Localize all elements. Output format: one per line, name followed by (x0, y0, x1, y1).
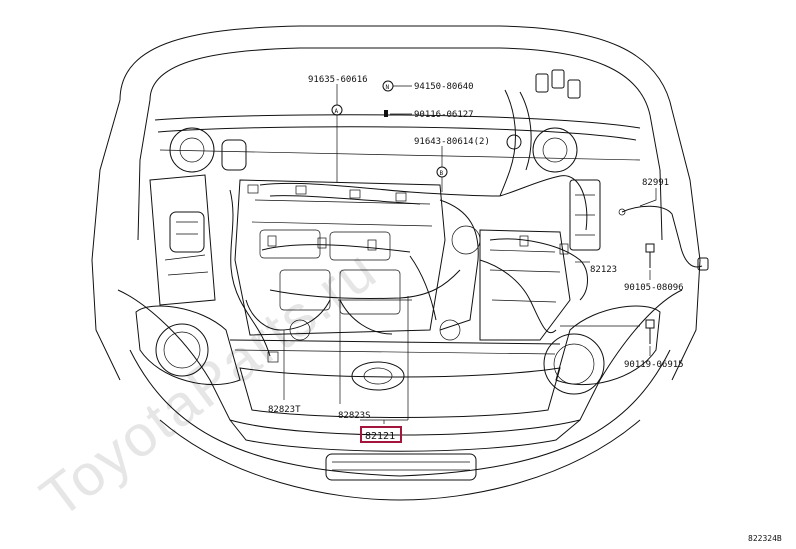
watermark-text: ToyotaParts.ru (29, 237, 389, 531)
label-82823t[interactable]: 82823T (268, 405, 301, 415)
label-82121[interactable]: 82121 (365, 431, 395, 442)
part-82991-cable (618, 205, 709, 344)
label-82123[interactable]: 82123 (590, 265, 617, 275)
highlight-box-82121 (360, 426, 402, 443)
label-82823s[interactable]: 82823S (338, 411, 371, 421)
vehicle-body-outline (91, 25, 701, 501)
figure-id: 822324B (748, 534, 782, 543)
marker-a: A (335, 108, 339, 115)
marker-n: N (386, 84, 390, 91)
marker-b: B (440, 170, 444, 177)
label-82991[interactable]: 82991 (642, 178, 669, 188)
engine-bay (149, 127, 601, 355)
label-91635-60616[interactable]: 91635-60616 (308, 75, 368, 85)
fastener-glyphs (331, 80, 448, 178)
label-94150-80640[interactable]: 94150-80640 (414, 82, 474, 92)
label-91643-80614[interactable]: 91643-80614(2) (414, 137, 490, 147)
label-90119-06915[interactable]: 90119-06915 (624, 360, 684, 370)
wire-harness (229, 69, 588, 363)
leader-lines (283, 84, 657, 424)
label-90105-08096[interactable]: 90105-08096 (624, 283, 684, 293)
label-90116-06127[interactable]: 90116-06127 (414, 110, 474, 120)
